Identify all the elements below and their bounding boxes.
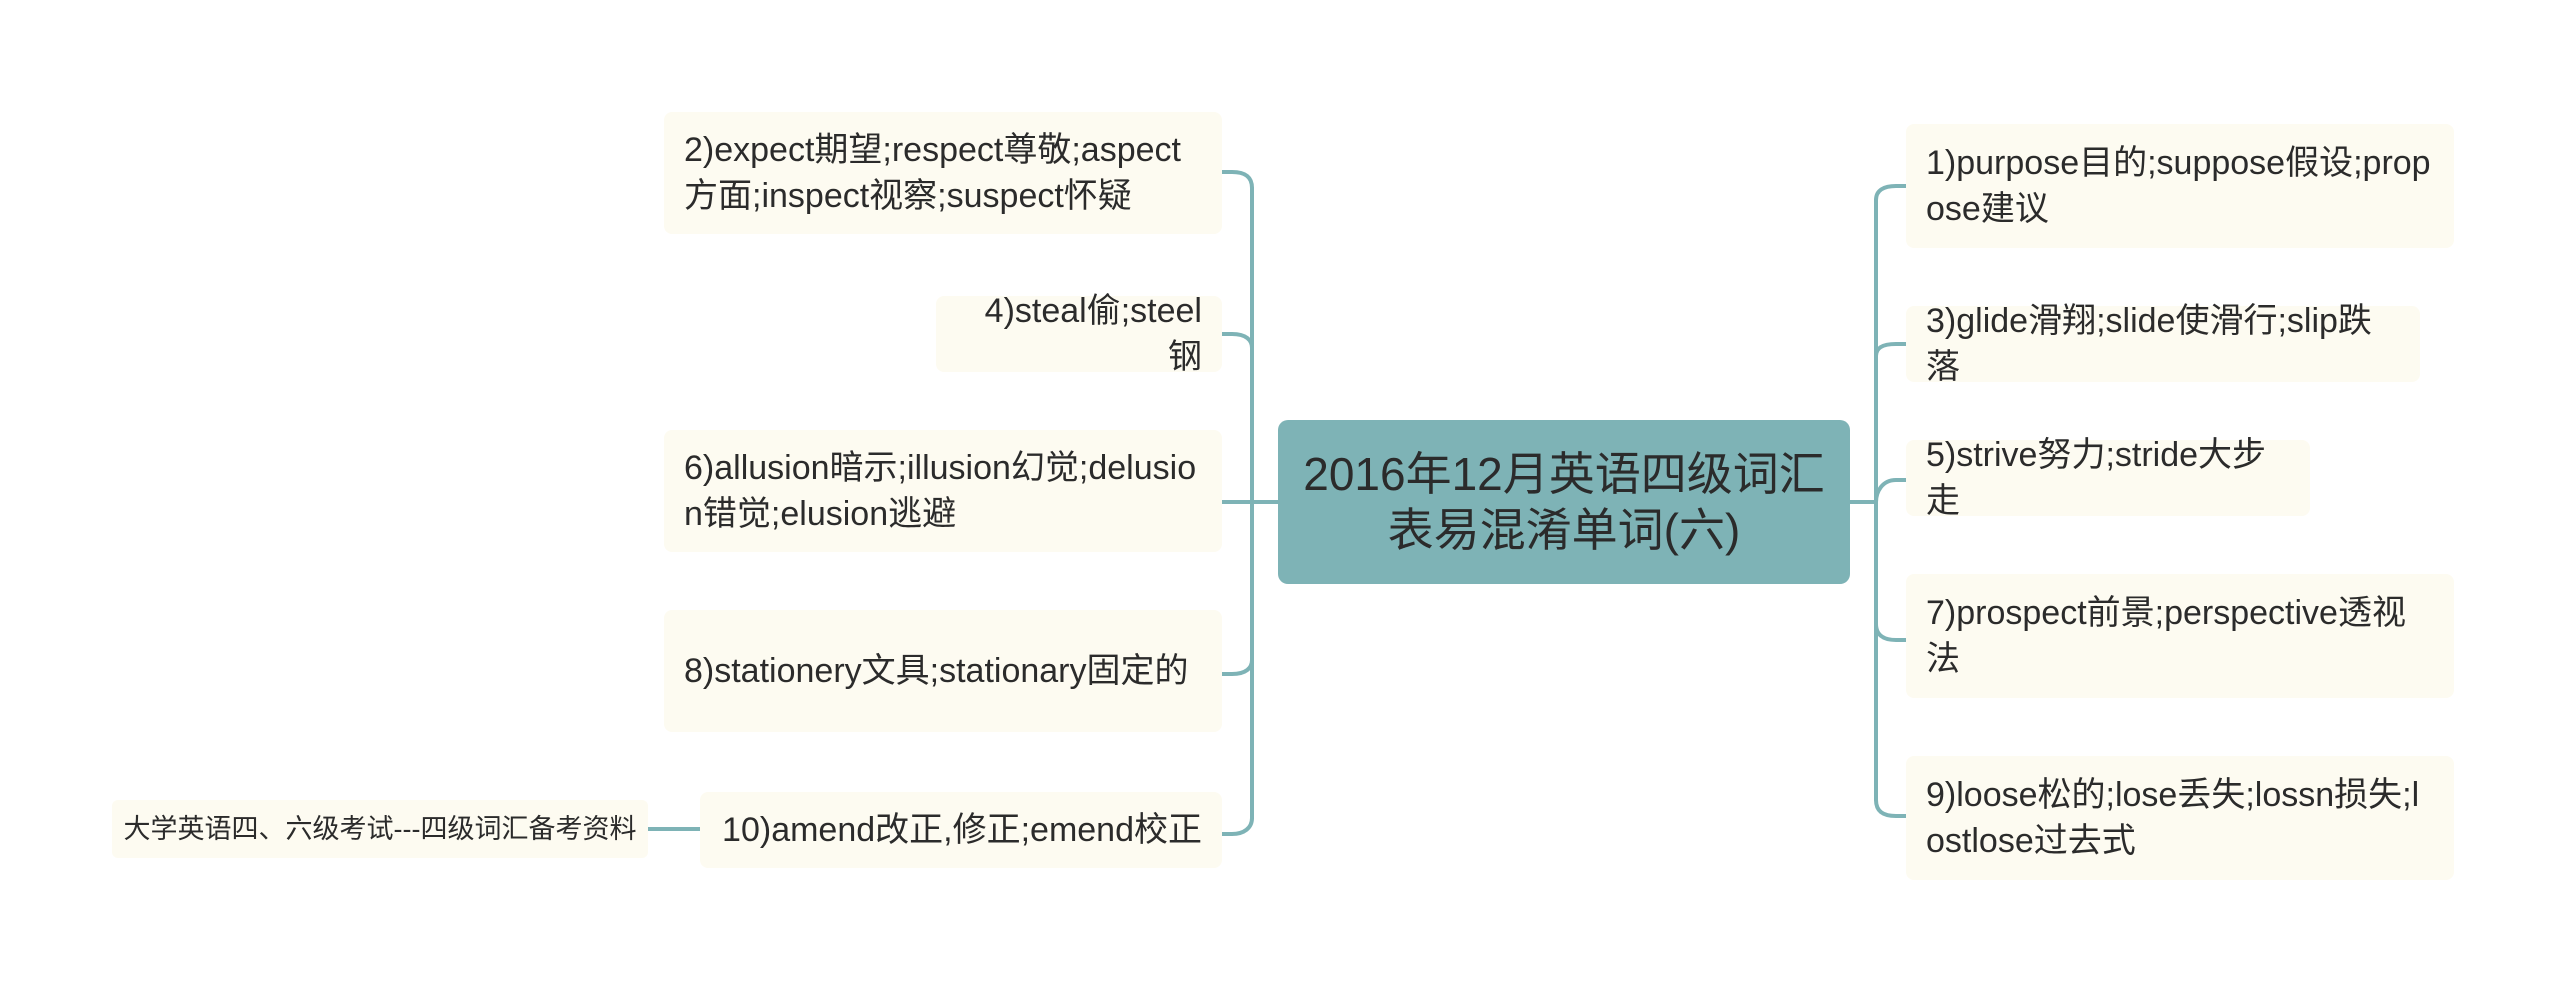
left-connector-2 [1220,332,1254,350]
right-connector-5 [1874,798,1908,818]
branch-node-6[interactable]: 6)allusion暗示;illusion幻觉;delusion错觉;elusi… [664,430,1222,552]
root-topic[interactable]: 2016年12月英语四级词汇表易混淆单词(六) [1278,420,1850,584]
branch-node-3[interactable]: 3)glide滑翔;slide使滑行;slip跌落 [1906,302,2420,386]
note-text: 大学英语四、六级考试---四级词汇备考资料 [123,814,637,844]
branch-node-text: 4)steal偷;steel钢 [984,292,1202,376]
note-label[interactable]: 大学英语四、六级考试---四级词汇备考资料 [112,800,648,858]
branch-node-text: 6)allusion暗示;illusion幻觉;delusion错觉;elusi… [684,449,1197,533]
left-connector-1 [1220,170,1254,190]
branch-node-8[interactable]: 8)stationery文具;stationary固定的 [664,610,1222,732]
branch-node-1[interactable]: 1)purpose目的;suppose假设;propose建议 [1906,124,2454,248]
branch-node-10[interactable]: 10)amend改正,修正;emend校正 [700,792,1222,868]
branch-node-text: 8)stationery文具;stationary固定的 [684,652,1189,690]
right-connector-2 [1874,342,1908,358]
branch-node-text: 3)glide滑翔;slide使滑行;slip跌落 [1926,302,2372,386]
right-connector-3 [1874,478,1908,504]
left-connector-5 [1220,816,1254,836]
branch-node-text: 10)amend改正,修正;emend校正 [722,811,1202,849]
right-connector-1 [1874,184,1908,202]
right-connector-4 [1874,622,1908,642]
branch-node-4[interactable]: 4)steal偷;steel钢 [936,292,1222,376]
branch-node-5[interactable]: 5)strive努力;stride大步走 [1906,436,2310,520]
root-title: 2016年12月英语四级词汇表易混淆单词(六) [1303,448,1825,556]
branch-node-text: 2)expect期望;respect尊敬;aspect方面;inspect视察;… [684,131,1181,215]
branch-node-text: 7)prospect前景;perspective透视法 [1926,594,2406,678]
branch-node-2[interactable]: 2)expect期望;respect尊敬;aspect方面;inspect视察;… [664,112,1222,234]
branch-node-text: 9)loose松的;lose丢失;lossn损失;lostlose过去式 [1926,776,2420,860]
branch-node-text: 1)purpose目的;suppose假设;propose建议 [1926,144,2431,228]
branch-node-9[interactable]: 9)loose松的;lose丢失;lossn损失;lostlose过去式 [1906,756,2454,880]
left-connector-4 [1220,658,1254,676]
branch-node-7[interactable]: 7)prospect前景;perspective透视法 [1906,574,2454,698]
branch-node-text: 5)strive努力;stride大步走 [1926,436,2267,520]
